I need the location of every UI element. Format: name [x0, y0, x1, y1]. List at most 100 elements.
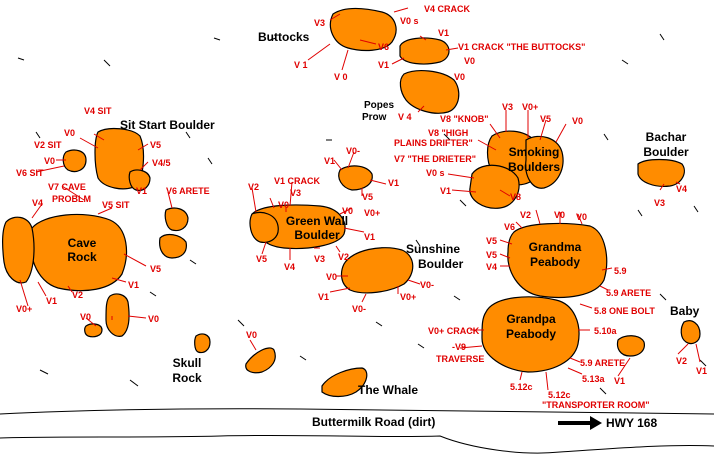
- grade-label: 5.12c: [548, 390, 571, 400]
- grade-label: V0: [278, 200, 290, 210]
- grade-label: V0: [246, 330, 258, 340]
- grade-label: V0: [44, 156, 56, 166]
- grade-label: V1: [136, 186, 148, 196]
- grade-label: V7 CAVE: [48, 182, 86, 192]
- boulder-bachar: [637, 158, 685, 187]
- grade-label: V5: [486, 250, 498, 260]
- boulder-smoking-c: [525, 135, 564, 189]
- grade-label: V2: [520, 210, 532, 220]
- label-popes-prow-2: Prow: [362, 112, 387, 123]
- label-sunshine-2: Boulder: [418, 257, 464, 271]
- grade-label: -V9: [452, 342, 467, 352]
- label-smoking-2: Boulders: [507, 160, 560, 174]
- grade-label: V4: [32, 198, 44, 208]
- grade-label: V1: [438, 28, 450, 38]
- boulder-cave-low-1: [105, 293, 130, 337]
- boulder-grandma: [507, 222, 608, 299]
- grade-label: V1: [46, 296, 58, 306]
- grade-label: 5.9 ARETE: [580, 358, 626, 368]
- label-sunshine-1: Sunshine: [406, 242, 461, 256]
- grade-label: V2: [338, 252, 350, 262]
- grade-label: V4/5: [152, 158, 171, 168]
- grade-label: V3: [290, 188, 302, 198]
- grade-label: V2: [676, 356, 688, 366]
- label-green-wall-1: Green Wall: [285, 214, 349, 228]
- boulder-small-3: [338, 165, 373, 191]
- grade-label: V0-: [420, 280, 435, 290]
- grade-label: V0+: [522, 102, 539, 112]
- label-cave-rock-1: Cave: [67, 236, 97, 250]
- label-buttocks: Buttocks: [258, 30, 310, 44]
- grade-label: V5: [486, 236, 498, 246]
- road-name: Buttermilk Road (dirt): [312, 415, 436, 429]
- label-grandpa-1: Grandpa: [506, 312, 556, 326]
- boulder-smoking-b: [469, 164, 520, 209]
- label-grandma-1: Grandma: [528, 240, 582, 254]
- grade-label: V1: [324, 156, 336, 166]
- grade-label: V5 SIT: [102, 200, 130, 210]
- boulder-arete-1: [164, 207, 189, 232]
- boulder-small-1: [62, 149, 87, 173]
- boulder-green-wall-side: [249, 211, 279, 243]
- label-bachar-2: Boulder: [643, 145, 689, 159]
- grade-label: V1: [440, 186, 452, 196]
- grade-label: TRAVERSE: [436, 354, 485, 364]
- grade-label: V4: [284, 262, 296, 272]
- grade-label: V3: [654, 198, 666, 208]
- terrain-marks: [17, 33, 707, 395]
- grade-label: V8: [510, 192, 522, 202]
- grade-label: PROBLM: [52, 194, 91, 204]
- grade-label: 5.8 ONE BOLT: [594, 306, 655, 316]
- grade-label: V5: [150, 140, 162, 150]
- grade-label: V0: [576, 212, 588, 222]
- grade-label: V6: [504, 222, 516, 232]
- grade-label: V5: [150, 264, 162, 274]
- boulder-baby: [616, 335, 645, 357]
- grade-label: V4: [486, 262, 498, 272]
- label-skull-rock-1: Skull: [172, 356, 202, 370]
- grade-label: V1 CRACK "THE BUTTOCKS": [458, 42, 586, 52]
- grade-label: V1 CRACK: [274, 176, 321, 186]
- grade-label: V1: [128, 280, 140, 290]
- grade-label: V1: [696, 366, 708, 376]
- road-edge-bottom: [0, 434, 714, 454]
- boulder-cave-low-2: [84, 323, 103, 338]
- boulder-cave-left: [2, 216, 35, 284]
- label-sit-start-boulder: Sit Start Boulder: [120, 118, 215, 132]
- grade-label: V 0: [334, 72, 348, 82]
- grade-label: V0: [454, 72, 466, 82]
- grade-label: V6: [378, 42, 390, 52]
- grade-label: V0+: [400, 292, 417, 302]
- boulder-skull-rock: [194, 333, 211, 354]
- label-grandpa-2: Peabody: [505, 327, 556, 341]
- grade-label: V2 SIT: [34, 140, 62, 150]
- grade-label: V1: [364, 232, 376, 242]
- grade-label: V0: [80, 312, 92, 322]
- grade-label: V0: [342, 206, 354, 216]
- label-grandma-2: Peabody: [529, 255, 580, 269]
- grade-label: V0: [464, 56, 476, 66]
- grade-label: V0: [64, 128, 76, 138]
- grade-label: V3: [314, 18, 326, 28]
- grade-label: 5.10a: [594, 326, 617, 336]
- grade-label: 5.9: [614, 266, 627, 276]
- grade-label: V0+: [16, 304, 33, 314]
- grade-label: 5.13a: [582, 374, 605, 384]
- grade-label: V8 "KNOB": [440, 114, 489, 124]
- grade-label: V4 SIT: [84, 106, 112, 116]
- grade-label: V5: [540, 114, 552, 124]
- label-skull-rock-2: Rock: [172, 371, 202, 385]
- label-bachar-1: Bachar: [645, 130, 687, 144]
- grade-label: V0 s: [400, 16, 419, 26]
- grade-leaders: [19, 7, 701, 391]
- grade-label: V1: [388, 178, 400, 188]
- boulder-buttocks-b: [399, 37, 450, 65]
- grade-label: V0: [554, 210, 566, 220]
- grade-label: V7 "THE DRIETER": [394, 154, 477, 164]
- grade-label: V 1: [294, 60, 308, 70]
- grade-label: V3: [502, 102, 514, 112]
- boulder-arete-2: [159, 233, 187, 259]
- grade-label: V2: [72, 290, 84, 300]
- grade-label: V8 "HIGH: [428, 128, 469, 138]
